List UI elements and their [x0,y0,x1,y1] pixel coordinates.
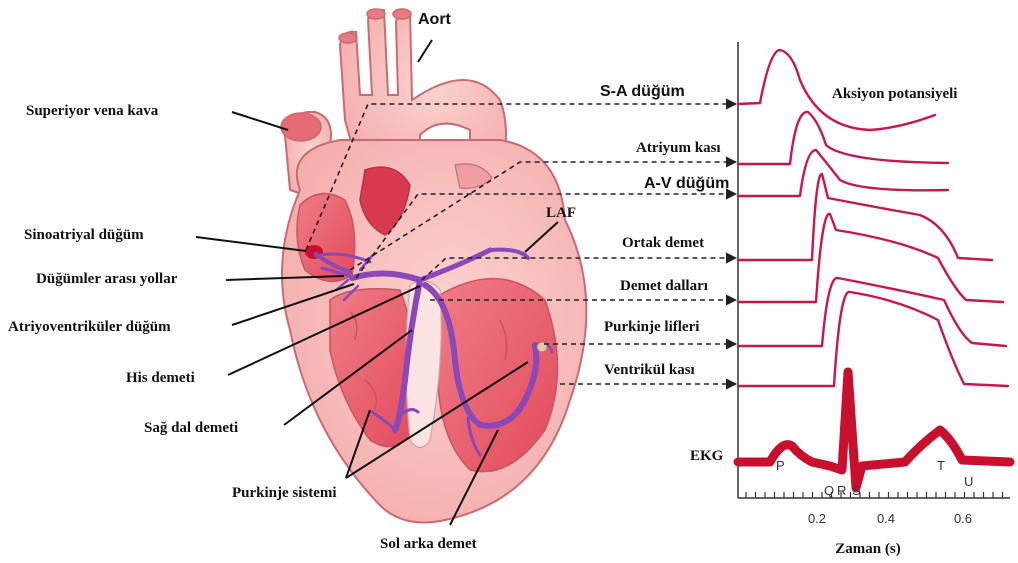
label-aort: Aort [418,11,452,28]
label-his-bundle: His demeti [126,370,195,386]
ecg-wave-r: R [837,483,846,498]
ecg-trace: P Q R S T U [738,372,1010,498]
label-common-bundle: Ortak demet [622,235,704,251]
trace-atrial-muscle [738,112,948,164]
label-atrial-muscle: Atriyum kası [636,140,721,156]
ecg-wave-p: P [776,458,785,473]
trace-labels: S-A düğüm Aksiyon potansiyeli Atriyum ka… [600,83,957,464]
label-bundle-branches: Demet dalları [620,278,708,294]
label-superior-vena-cava: Superiyor vena kava [26,103,159,119]
label-av-node-trace: A-V düğüm [644,175,729,192]
ecg-wave-q: Q [824,483,834,498]
label-left-posterior-bundle: Sol arka demet [380,536,477,552]
label-sinoatrial-node: Sinoatriyal düğüm [24,227,144,243]
label-sa-node: S-A düğüm [600,83,685,100]
ecg-wave-t: T [937,458,945,473]
label-ecg: EKG [690,448,724,464]
label-purkinje-fibers: Purkinje lifleri [604,319,699,335]
label-right-bundle: Sağ dal demeti [144,420,238,436]
label-laf: LAF [546,205,576,221]
label-purkinje-system: Purkinje sistemi [232,485,337,501]
ecg-wave-u: U [964,474,973,489]
ecg-wave-s: S [852,483,861,498]
trace-purkinje-fibers [738,278,1006,346]
heart-illustration [281,9,586,523]
label-internodal-paths: Düğümler arası yollar [36,271,178,287]
tick-label-0-2: 0.2 [808,511,826,526]
trace-av-node [738,150,948,196]
tick-label-0-4: 0.4 [877,511,895,526]
label-av-node: Atriyoventriküler düğüm [8,319,171,335]
x-axis-label: Zaman (s) [835,541,900,557]
label-ventricular-muscle: Ventrikül kası [604,362,695,378]
label-action-potential: Aksiyon potansiyeli [832,86,957,102]
tick-label-0-6: 0.6 [954,511,972,526]
